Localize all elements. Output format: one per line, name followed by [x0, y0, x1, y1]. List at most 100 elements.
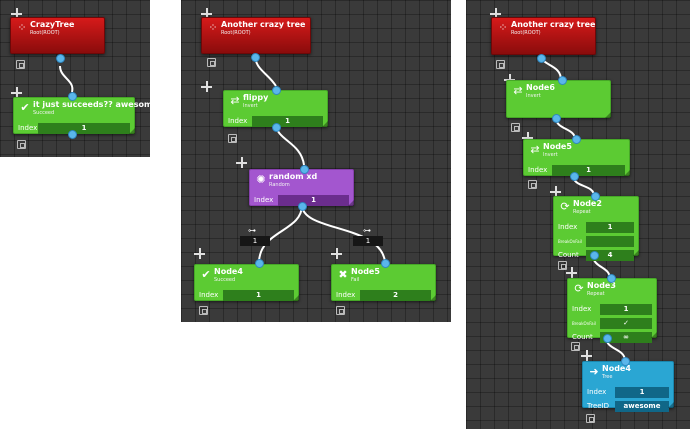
input-port[interactable] — [381, 259, 390, 268]
resize-handle[interactable] — [322, 121, 328, 127]
resize-handle[interactable] — [430, 295, 436, 301]
index-label: Index — [336, 291, 356, 299]
succeed-node-node4[interactable]: ✔ Node4 Succeed Index 1 — [194, 264, 299, 301]
treeid-label: TreeID — [587, 402, 610, 410]
tree-canvas-another-crazy-tree-2[interactable]: ⁘ Another crazy tree Root(ROOT) ⇄ Node6 … — [466, 0, 690, 429]
collapse-icon[interactable] — [511, 123, 520, 132]
resize-handle[interactable] — [651, 332, 657, 338]
output-port[interactable] — [552, 114, 561, 123]
resize-handle[interactable] — [293, 295, 299, 301]
invert-node-flippy[interactable]: ⇄ flippy Invert Index 1 — [223, 90, 328, 127]
root-icon: ⁘ — [17, 21, 27, 34]
collapse-icon[interactable] — [228, 134, 237, 143]
root-node[interactable]: ⁘ Another crazy tree Root(ROOT) — [491, 17, 596, 55]
invert-node-node6[interactable]: ⇄ Node6 Invert — [506, 80, 611, 118]
node-title: Node4 — [214, 267, 243, 276]
node-title: Node5 — [543, 142, 572, 151]
count-field[interactable]: 4 — [586, 250, 634, 261]
index-field[interactable]: 1 — [586, 222, 634, 233]
input-port[interactable] — [558, 76, 567, 85]
input-port[interactable] — [591, 192, 600, 201]
output-port[interactable] — [570, 172, 579, 181]
collapse-icon[interactable] — [528, 180, 537, 189]
add-node-icon[interactable] — [522, 132, 533, 143]
collapse-icon[interactable] — [558, 261, 567, 270]
output-port[interactable] — [603, 334, 612, 343]
collapse-icon[interactable] — [496, 60, 505, 69]
output-port[interactable] — [590, 251, 599, 260]
index-field[interactable]: 1 — [552, 165, 625, 176]
index-field[interactable]: 1 — [38, 123, 130, 134]
output-port[interactable] — [298, 202, 307, 211]
index-field[interactable]: 1 — [615, 387, 669, 398]
node-type: Root(ROOT) — [511, 30, 541, 36]
add-node-icon[interactable] — [566, 267, 577, 278]
input-port[interactable] — [255, 259, 264, 268]
count-field[interactable]: ∞ — [600, 332, 652, 343]
break-on-fail-checkbox[interactable]: ✓ — [600, 318, 652, 329]
node-title: CrazyTree — [30, 20, 75, 29]
output-port[interactable] — [68, 130, 77, 139]
tree-canvas-another-crazy-tree[interactable]: ⁘ Another crazy tree Root(ROOT) ⇄ flippy… — [181, 0, 451, 322]
index-field[interactable]: 2 — [360, 290, 431, 301]
input-port[interactable] — [272, 86, 281, 95]
succeed-node[interactable]: ✔ it just succeeds?? awesome. Succeed In… — [13, 97, 161, 134]
output-port[interactable] — [537, 54, 546, 63]
index-field[interactable]: 1 — [223, 290, 294, 301]
output-port[interactable] — [251, 53, 260, 62]
node-type: Tree — [602, 374, 613, 380]
node-type: Invert — [243, 103, 258, 109]
add-node-icon[interactable] — [201, 81, 212, 92]
input-port[interactable] — [572, 135, 581, 144]
invert-node-node5[interactable]: ⇄ Node5 Invert Index 1 — [523, 139, 630, 176]
add-node-icon[interactable] — [194, 248, 205, 259]
input-port[interactable] — [300, 165, 309, 174]
resize-handle[interactable] — [129, 128, 135, 134]
weight-field-right[interactable]: 1 — [353, 236, 383, 246]
break-on-fail-label: BreakOnFail — [558, 239, 582, 244]
root-icon: ⁘ — [208, 21, 218, 34]
fail-node-node5[interactable]: ✖ Node5 Fail Index 2 — [331, 264, 436, 301]
collapse-icon[interactable] — [571, 342, 580, 351]
tree-canvas-crazytree[interactable]: ⁘ CrazyTree Root(ROOT) ✔ it just succeed… — [0, 0, 161, 157]
resize-handle[interactable] — [624, 170, 630, 176]
index-field[interactable]: 1 — [600, 304, 652, 315]
input-port[interactable] — [607, 274, 616, 283]
output-port[interactable] — [272, 123, 281, 132]
add-node-icon[interactable] — [490, 8, 501, 19]
root-node[interactable]: ⁘ CrazyTree Root(ROOT) — [10, 17, 105, 54]
repeat-node-node3[interactable]: ⟳ Node3 Repeat Index 1 BreakOnFail ✓ Cou… — [567, 278, 657, 343]
resize-handle[interactable] — [633, 250, 639, 256]
node-title: Another crazy tree — [221, 20, 306, 29]
collapse-icon[interactable] — [207, 58, 216, 67]
add-node-icon[interactable] — [550, 186, 561, 197]
add-node-icon[interactable] — [11, 8, 22, 19]
random-node[interactable]: ✺ random xd Random Index 1 — [249, 169, 354, 206]
collapse-icon[interactable] — [586, 414, 595, 423]
add-node-icon[interactable] — [581, 350, 592, 361]
break-on-fail-checkbox[interactable] — [586, 236, 634, 247]
output-port[interactable] — [56, 54, 65, 63]
add-node-icon[interactable] — [236, 157, 247, 168]
resize-handle[interactable] — [605, 112, 611, 118]
node-type: Repeat — [587, 291, 605, 297]
collapse-icon[interactable] — [199, 306, 208, 315]
resize-handle[interactable] — [348, 200, 354, 206]
tree-node-node4[interactable]: ➜ Node4 Tree Index 1 TreeID awesome — [582, 361, 674, 412]
input-port[interactable] — [68, 92, 77, 101]
add-node-icon[interactable] — [11, 87, 22, 98]
add-node-icon[interactable] — [331, 248, 342, 259]
resize-handle[interactable] — [668, 402, 674, 408]
collapse-icon[interactable] — [336, 306, 345, 315]
index-field[interactable]: 1 — [252, 116, 323, 127]
weight-field-left[interactable]: 1 — [240, 236, 270, 246]
index-field[interactable]: 1 — [278, 195, 349, 206]
add-node-icon[interactable] — [504, 74, 515, 85]
collapse-icon[interactable] — [17, 140, 26, 149]
collapse-icon[interactable] — [16, 60, 25, 69]
repeat-node-node2[interactable]: ⟳ Node2 Repeat Index 1 BreakOnFail Count… — [553, 196, 639, 261]
root-node[interactable]: ⁘ Another crazy tree Root(ROOT) — [201, 17, 311, 54]
add-node-icon[interactable] — [201, 8, 212, 19]
treeid-field[interactable]: awesome — [615, 401, 669, 412]
input-port[interactable] — [621, 357, 630, 366]
